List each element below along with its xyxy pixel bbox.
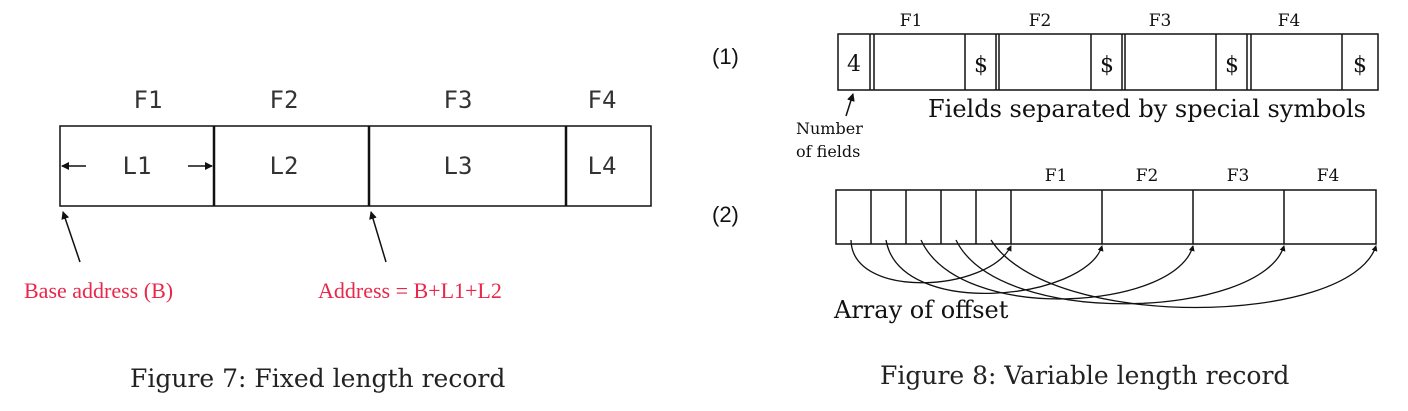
figure-7-fixed-length-record: F1 F2 F3 F4 L1 L2 L3 L4 Base address (B)… xyxy=(24,86,652,393)
fig8-marker-2: (2) xyxy=(712,202,739,227)
fig8-offset-curve-2 xyxy=(885,239,1104,295)
fig7-header-f2: F2 xyxy=(270,86,299,114)
fig8-row2-record-box xyxy=(835,189,1377,245)
fig8-row1-header-f3: F3 xyxy=(1149,11,1172,31)
fig8-marker-1: (1) xyxy=(712,44,739,69)
fig8-count-label-line2: of fields xyxy=(796,142,860,161)
fig8-row1-header-f1: F1 xyxy=(900,11,923,31)
fig8-row1-header-f4: F4 xyxy=(1278,11,1301,31)
fig8-field-count-value: 4 xyxy=(847,52,861,77)
fig7-header-f1: F1 xyxy=(134,86,163,114)
figure-8-variable-length-record: (1) (2) F1 F2 F3 F4 4 $ $ $ $ Fields sep… xyxy=(712,11,1379,390)
fig8-row2-header-f3: F3 xyxy=(1227,166,1250,186)
fig8-offset-curve-1 xyxy=(850,239,1012,284)
fig8-separator-description: Fields separated by special symbols xyxy=(928,95,1366,123)
fig7-length-l1: L1 xyxy=(123,152,152,180)
fig8-row2-header-f4: F4 xyxy=(1317,166,1340,186)
fig7-length-l2: L2 xyxy=(270,152,299,180)
fig7-caption: Figure 7: Fixed length record xyxy=(130,364,505,393)
fig7-length-l3: L3 xyxy=(444,152,473,180)
fig8-row2-header-f1: F1 xyxy=(1045,166,1068,186)
fig7-header-f3: F3 xyxy=(444,86,473,114)
fig7-address-formula-label: Address = B+L1+L2 xyxy=(318,278,502,303)
fig8-separator-4: $ xyxy=(1353,53,1367,78)
fig8-offset-array-label: Array of offset xyxy=(833,296,1009,324)
fig7-header-f4: F4 xyxy=(588,86,617,114)
fig8-count-pointer-arrow xyxy=(845,93,855,117)
fig8-count-label-line1: Number xyxy=(796,119,863,138)
fig8-separator-1: $ xyxy=(974,53,988,78)
fig7-base-pointer-arrow xyxy=(61,211,81,263)
fig8-offset-curve-5 xyxy=(990,239,1378,309)
fig7-record-box xyxy=(59,125,652,207)
fig8-separator-3: $ xyxy=(1225,53,1239,78)
fig7-address-pointer-arrow xyxy=(369,211,387,263)
fig8-row1-header-f2: F2 xyxy=(1029,11,1052,31)
fig7-base-address-label: Base address (B) xyxy=(24,278,173,303)
fig8-offset-curves xyxy=(850,239,1378,309)
fig8-row1-record-box xyxy=(837,33,1379,91)
fig8-row2-header-f2: F2 xyxy=(1136,166,1159,186)
fig8-caption: Figure 8: Variable length record xyxy=(880,361,1289,390)
fig7-length-l4: L4 xyxy=(588,152,617,180)
fig8-separator-2: $ xyxy=(1100,53,1114,78)
